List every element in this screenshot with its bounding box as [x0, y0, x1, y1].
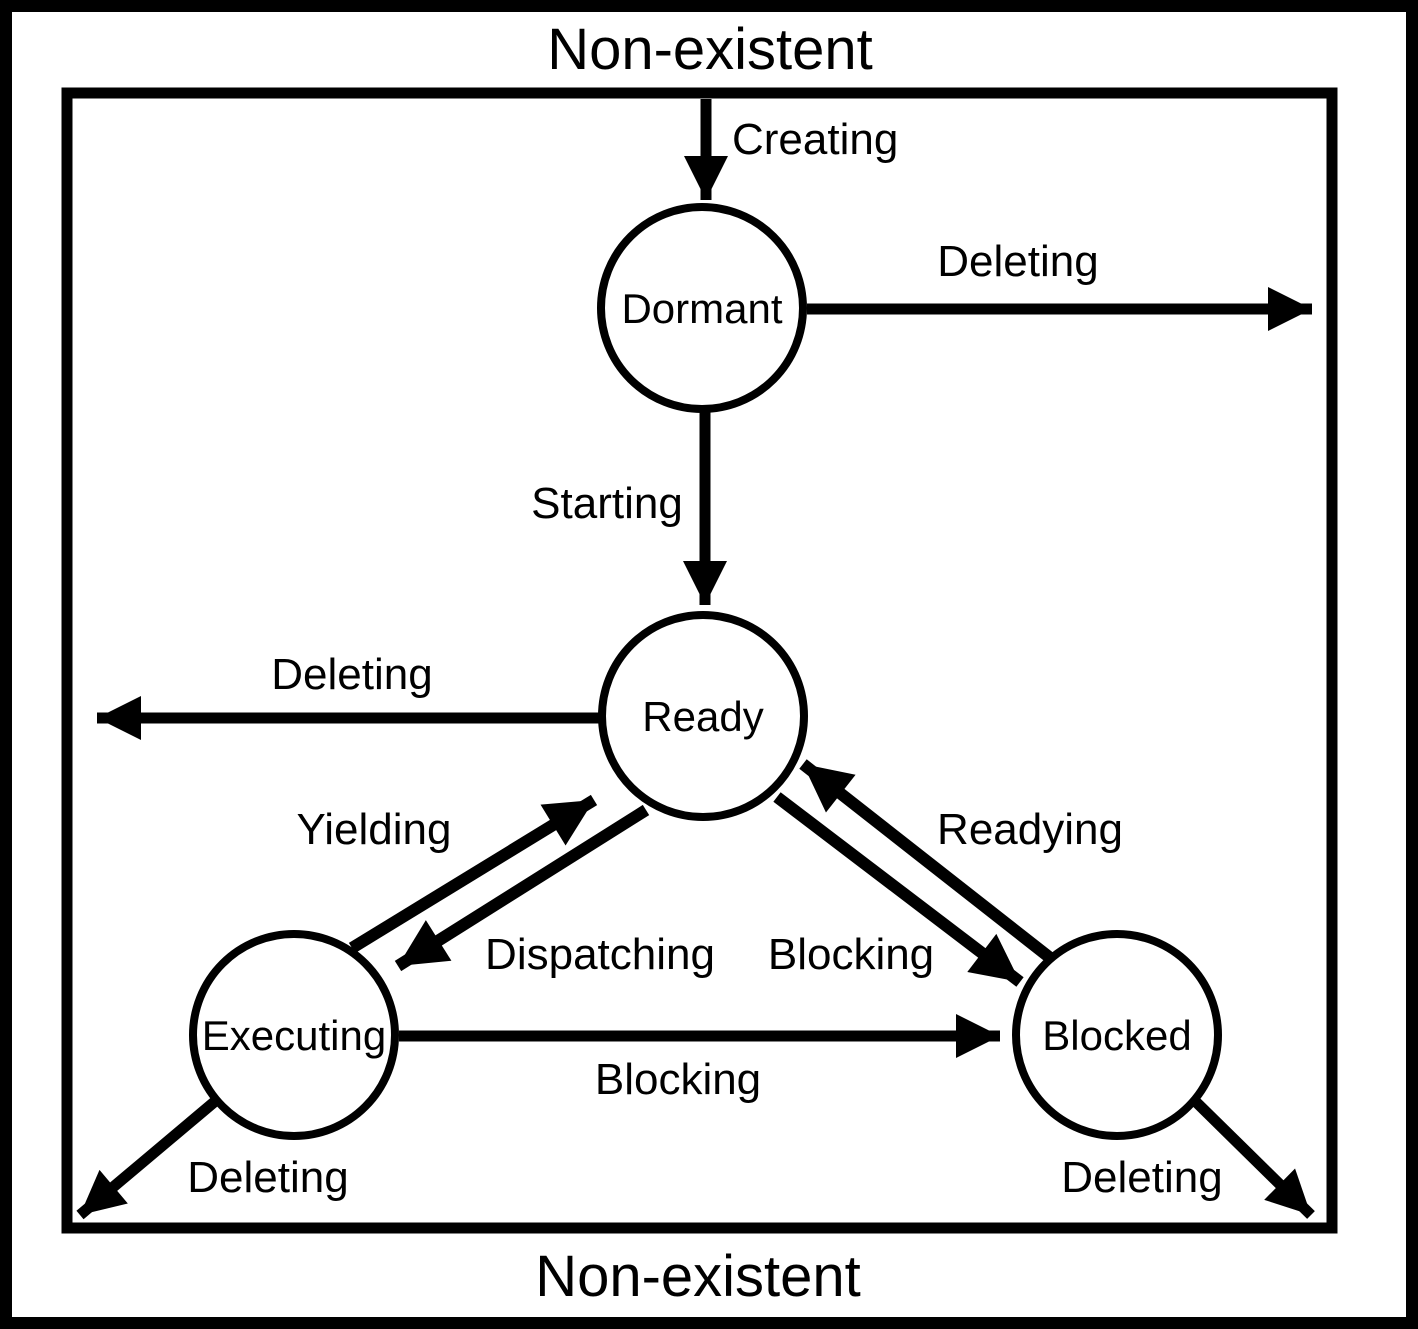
- system-boundary: [61, 87, 1338, 1234]
- state-ready-label: Ready: [642, 693, 763, 740]
- state-executing: [189, 930, 399, 1140]
- transition-label-deleting-from-ready: Deleting: [271, 650, 432, 699]
- transition-label-deleting-from-executing: Deleting: [187, 1153, 348, 1202]
- transition-label-blocking-from-executing: Blocking: [595, 1055, 761, 1104]
- transition-arrow-deleting-from-blocked: [1188, 1094, 1315, 1219]
- transition-arrow-dispatching: [394, 804, 650, 972]
- state-executing-label: Executing: [202, 1012, 386, 1059]
- non-existent-bottom-label: Non-existent: [535, 1244, 861, 1309]
- transition-label-deleting-from-dormant: Deleting: [937, 237, 1098, 286]
- transition-label-yielding: Yielding: [297, 805, 452, 854]
- transition-label-blocking-from-ready: Blocking: [768, 930, 934, 979]
- transition-arrow-readying: [799, 759, 1053, 962]
- transition-label-dispatching: Dispatching: [485, 930, 715, 979]
- transition-arrow-deleting-from-executing: [76, 1093, 223, 1220]
- state-dormant: [597, 203, 807, 413]
- non-existent-top-label: Non-existent: [547, 17, 873, 82]
- transition-label-starting: Starting: [531, 479, 683, 528]
- transition-arrow-blocking-from-ready: [773, 792, 1024, 987]
- transition-label-creating: Creating: [732, 115, 898, 164]
- transition-arrow-yielding: [348, 794, 598, 954]
- state-dormant-label: Dormant: [621, 285, 782, 332]
- state-blocked-label: Blocked: [1042, 1012, 1191, 1059]
- transition-label-deleting-from-blocked: Deleting: [1061, 1153, 1222, 1202]
- state-blocked: [1012, 930, 1222, 1140]
- transition-label-readying: Readying: [937, 805, 1123, 854]
- state-ready: [598, 611, 808, 821]
